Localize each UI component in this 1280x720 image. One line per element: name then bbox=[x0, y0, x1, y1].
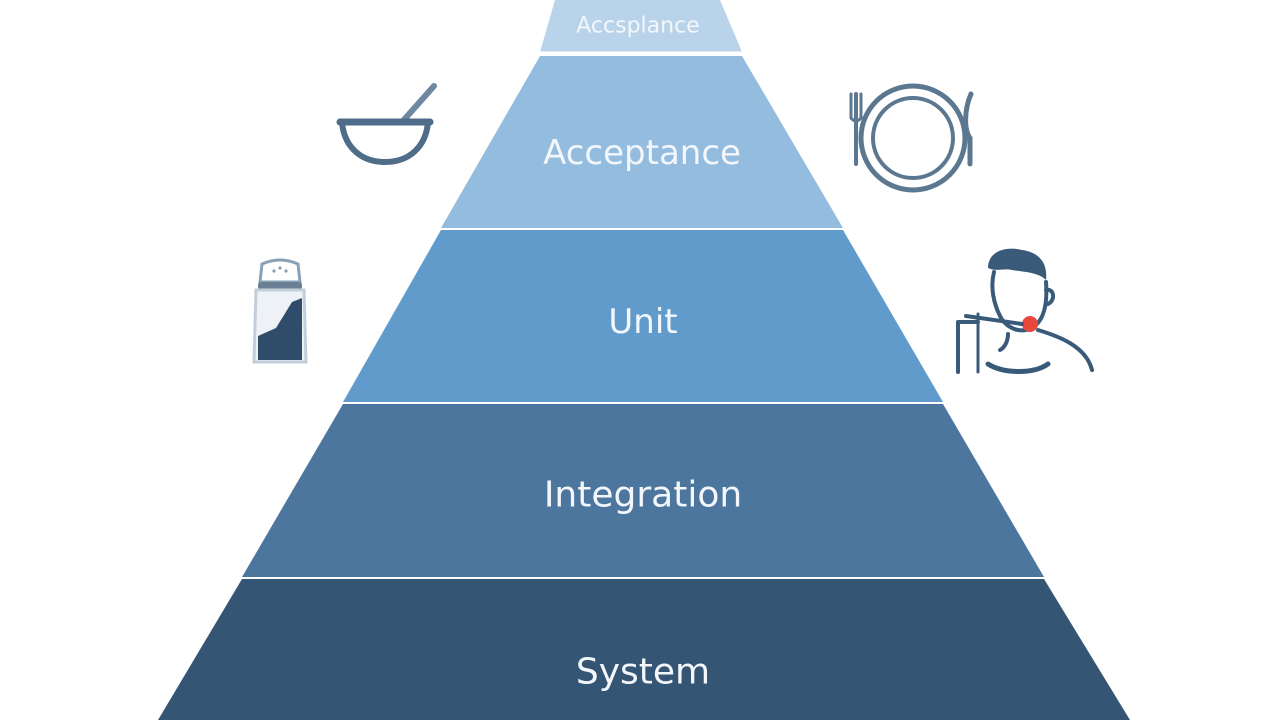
tier-integration-shape bbox=[242, 404, 1044, 577]
tier-system-shape bbox=[158, 579, 1130, 720]
tier-top-shape bbox=[540, 0, 742, 52]
tier-unit-shape bbox=[343, 230, 943, 402]
bowl-with-spoon-icon bbox=[336, 80, 442, 170]
tier-top-label: Accsplance bbox=[576, 14, 699, 39]
person-eating-icon bbox=[948, 242, 1102, 378]
tier-unit-label: Unit bbox=[608, 302, 677, 342]
tier-system-label: System bbox=[576, 652, 710, 693]
tier-acceptance-shape bbox=[441, 56, 843, 228]
plate-with-fork-and-knife-icon bbox=[848, 80, 978, 198]
salt-shaker-icon bbox=[248, 258, 312, 368]
tier-acceptance-label: Acceptance bbox=[543, 133, 741, 173]
tier-integration-label: Integration bbox=[544, 475, 742, 516]
